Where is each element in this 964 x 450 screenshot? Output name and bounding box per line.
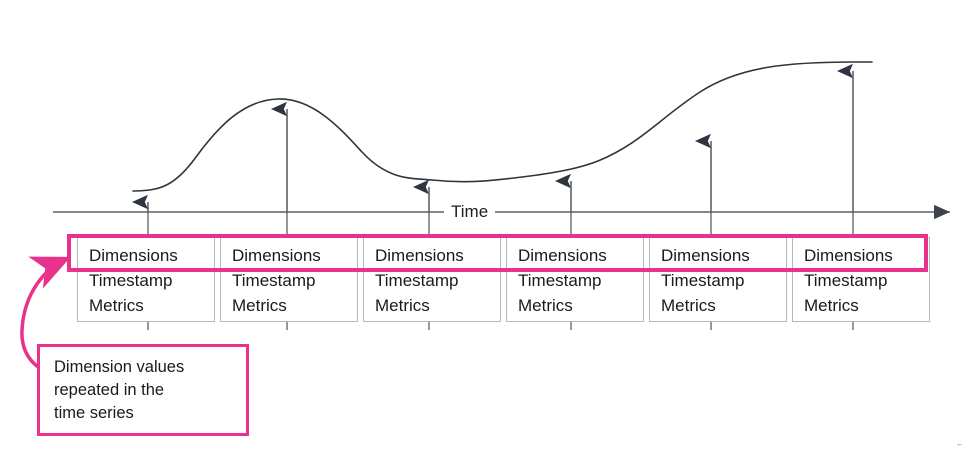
record-field-metrics: Metrics <box>375 296 430 315</box>
callout-line-2: repeated in the <box>54 381 165 399</box>
record-field-metrics: Metrics <box>518 296 573 315</box>
record-field-dimensions: Dimensions <box>661 246 750 265</box>
record-field-timestamp: Timestamp <box>518 271 602 290</box>
record-field-timestamp: Timestamp <box>804 271 888 290</box>
record-field-dimensions: Dimensions <box>804 246 893 265</box>
callout-line-1: Dimension values <box>54 358 185 376</box>
record-field-timestamp: Timestamp <box>375 271 459 290</box>
record-field-timestamp: Timestamp <box>89 271 173 290</box>
record-field-dimensions: Dimensions <box>232 246 321 265</box>
record-field-metrics: Metrics <box>232 296 287 315</box>
corner-mark: ⌐ <box>957 440 962 449</box>
time-axis-label: Time <box>444 203 496 221</box>
record-field-dimensions: Dimensions <box>375 246 464 265</box>
record-field-metrics: Metrics <box>89 296 144 315</box>
record-field-dimensions: Dimensions <box>89 246 178 265</box>
callout-box: Dimension values repeated in the time seri… <box>37 344 249 436</box>
record-field-timestamp: Timestamp <box>232 271 316 290</box>
record-field-timestamp: Timestamp <box>661 271 745 290</box>
time-series-curve <box>132 61 873 192</box>
record-field-metrics: Metrics <box>661 296 716 315</box>
record-field-dimensions: Dimensions <box>518 246 607 265</box>
callout-text: Dimension values repeated in the time seri… <box>54 356 184 425</box>
record-field-metrics: Metrics <box>804 296 859 315</box>
callout-line-3: time series <box>54 404 134 422</box>
